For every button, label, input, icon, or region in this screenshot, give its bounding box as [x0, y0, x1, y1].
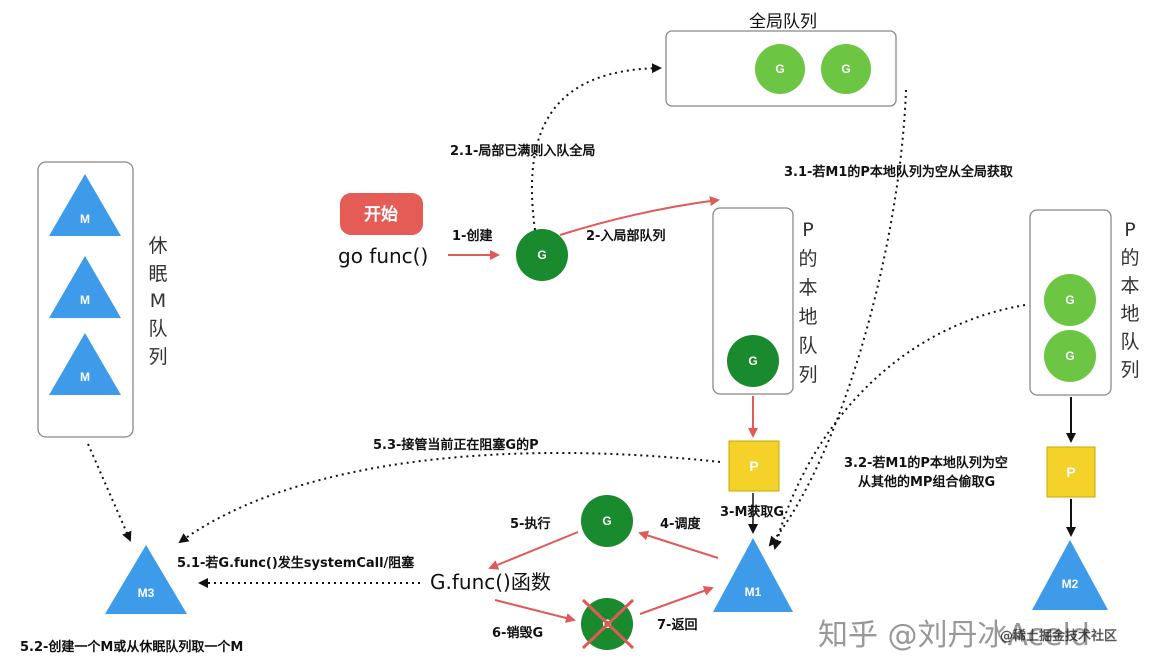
local-queue-2-char-1: 的: [1120, 247, 1139, 269]
svg-text:G: G: [1065, 349, 1074, 363]
local-queue-1-char-5: 列: [798, 364, 817, 386]
local-queue-1-char-4: 队: [798, 335, 817, 357]
global-g-2: G: [821, 44, 871, 94]
svg-text:P: P: [749, 458, 758, 474]
svg-text:M3: M3: [138, 586, 155, 600]
step-destroy: 6-销毁G: [492, 625, 543, 641]
svg-text:P: P: [1066, 464, 1075, 480]
step-enqueue-global: 2.1-局部已满则入队全局: [450, 143, 595, 159]
arrow-take-over: [178, 451, 721, 544]
local-queue-1-char-1: 的: [798, 248, 817, 270]
step-schedule: 4-调度: [660, 516, 701, 532]
global-g-1: G: [755, 44, 805, 94]
destroy-cross-icon: [581, 598, 635, 650]
step-from-global: 3.1-若M1的P本地队列为空从全局获取: [784, 164, 1014, 180]
local-queue-2-char-5: 列: [1120, 359, 1139, 381]
sleep-m-3: M: [49, 333, 121, 395]
local-queue-1-g: G: [727, 335, 779, 387]
start-button: [340, 193, 423, 235]
sleep-queue-char-4: 列: [148, 346, 167, 368]
local-queue-2-char-3: 地: [1120, 303, 1139, 325]
start-label: 开始: [364, 204, 398, 225]
local-queue-2-g-1: G: [1044, 274, 1096, 326]
arrow-execute: [488, 531, 579, 570]
svg-text:M: M: [80, 293, 90, 307]
local-queue-1-char-2: 本: [798, 277, 817, 299]
svg-text:G: G: [748, 354, 757, 368]
step-steal-line1: 3.2-若M1的P本地队列为空: [844, 455, 1008, 471]
arrow-enqueue-local: [559, 196, 720, 236]
svg-text:G: G: [602, 514, 611, 528]
sleep-queue-char-0: 休: [148, 235, 167, 257]
local-queue-1-char-0: P: [802, 219, 813, 241]
p1-processor: P: [728, 440, 780, 492]
global-queue-title: 全局队列: [749, 12, 817, 32]
arrow-from-global: [768, 89, 907, 547]
m1-thread: M1: [713, 538, 793, 612]
gfunc-label: G.func()函数: [430, 570, 551, 594]
m3-thread: M3: [105, 545, 187, 614]
sleep-queue-char-3: 队: [148, 318, 167, 340]
local-queue-2-char-0: P: [1124, 219, 1135, 241]
arrow-sleep-to-m3: [87, 443, 132, 542]
step-get-g: 3-M获取G: [720, 504, 784, 520]
watermark-zhihu: 知乎 @刘丹冰Aceld: [818, 618, 1090, 653]
step-return: 7-返回: [657, 618, 697, 633]
arrow-return: [639, 586, 714, 615]
svg-text:G: G: [775, 62, 784, 76]
local-queue-2-char-2: 本: [1120, 275, 1139, 297]
svg-text:G: G: [841, 62, 850, 76]
step-create: 1-创建: [452, 228, 492, 244]
arrow-destroy: [494, 599, 576, 623]
watermark-juejin: @稀土掘金技术社区: [1000, 628, 1117, 644]
arrow-enqueue-global: [530, 63, 662, 231]
p2-processor: P: [1046, 446, 1096, 498]
local-queue-2-g-2: G: [1044, 330, 1096, 382]
svg-text:M2: M2: [1062, 577, 1079, 591]
step-new-m: 5.2-创建一个M或从休眠队列取一个M: [20, 639, 243, 655]
svg-text:G: G: [537, 248, 546, 262]
svg-text:M: M: [80, 212, 90, 226]
svg-text:G: G: [1065, 293, 1074, 307]
step-steal-line2: 从其他的MP组合偷取G: [858, 474, 995, 490]
sleep-m-1: M: [49, 174, 121, 236]
sleep-queue-char-2: M: [150, 290, 166, 312]
sleep-m-2: M: [49, 256, 121, 318]
step-syscall: 5.1-若G.func()发生systemCall/阻塞: [177, 555, 415, 571]
sleep-queue-char-1: 眠: [148, 263, 167, 285]
go-func-code: go func(): [338, 244, 428, 268]
svg-text:M1: M1: [745, 585, 762, 599]
step-execute: 5-执行: [510, 516, 550, 532]
step-take-over: 5.3-接管当前正在阻塞G的P: [373, 437, 539, 453]
arrow-schedule: [638, 530, 719, 559]
svg-text:M: M: [80, 370, 90, 384]
executing-g: G: [581, 495, 633, 547]
local-queue-1-char-3: 地: [798, 306, 817, 328]
m2-thread: M2: [1032, 540, 1108, 610]
step-enqueue-local: 2-入局部队列: [586, 228, 665, 244]
local-queue-2-char-4: 队: [1120, 331, 1139, 353]
new-g: G: [516, 229, 568, 281]
